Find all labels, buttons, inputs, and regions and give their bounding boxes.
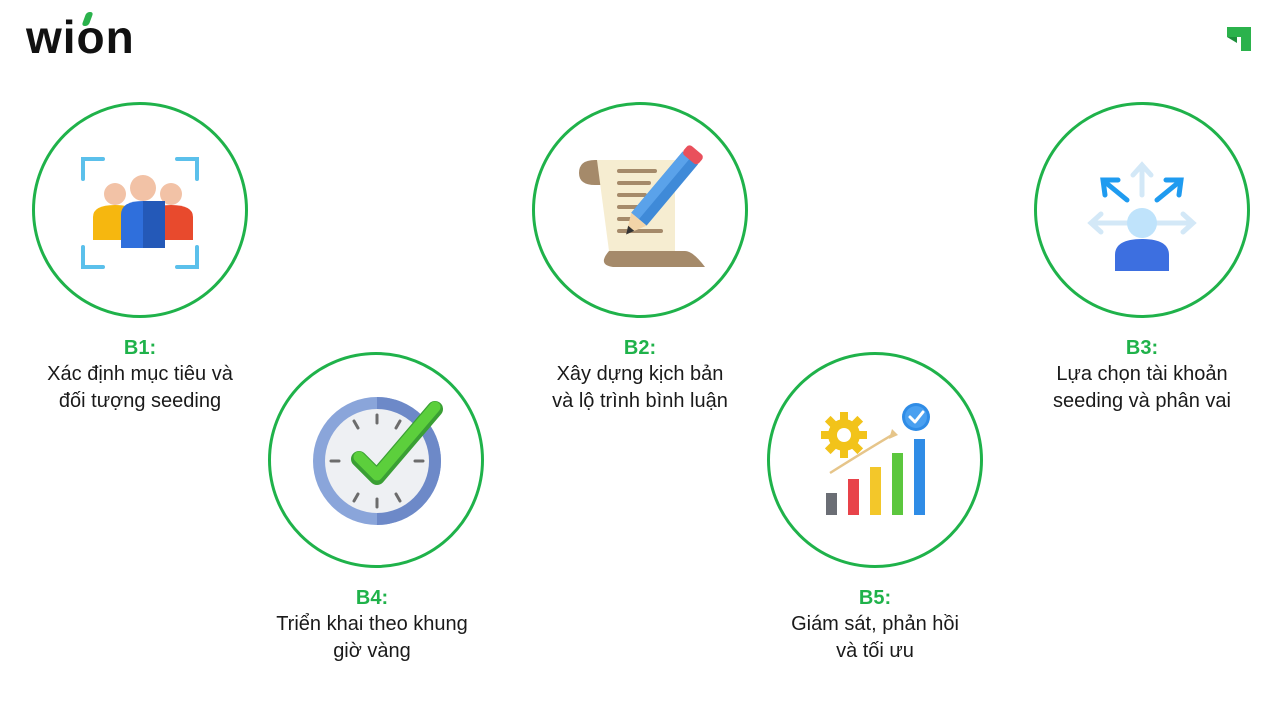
step-5-circle [767, 352, 983, 568]
step-2-label: B2: Xây dựng kịch bản và lộ trình bình l… [510, 335, 770, 415]
growth-chart-icon [821, 403, 930, 515]
step-5-text: Giám sát, phản hồi và tối ưu [791, 613, 959, 662]
step-4-circle [268, 352, 484, 568]
brand-logo: wion [26, 11, 135, 63]
step-1-circle [32, 102, 248, 318]
step-4-text: Triển khai theo khung giờ vàng [276, 613, 468, 662]
step-1-text: Xác định mục tiêu và đối tượng seeding [47, 363, 233, 412]
step-5-code: B5: [858, 587, 892, 609]
step-4-label: B4: Triển khai theo khung giờ vàng [242, 585, 502, 665]
step-3-text: Lựa chọn tài khoản seeding và phân vai [1053, 363, 1231, 412]
corner-arrow-icon [1227, 27, 1251, 51]
step-2-code: B2: [623, 337, 657, 359]
step-3-code: B3: [1125, 337, 1159, 359]
step-3-circle [1034, 102, 1250, 318]
script-pencil-icon [579, 145, 705, 267]
step-4-code: B4: [355, 587, 389, 609]
clock-check-icon [313, 397, 443, 525]
step-2-text: Xây dựng kịch bản và lộ trình bình luận [552, 363, 728, 412]
step-2-circle [532, 102, 748, 318]
step-3-label: B3: Lựa chọn tài khoản seeding và phân v… [1012, 335, 1272, 415]
step-5-label: B5: Giám sát, phản hồi và tối ưu [745, 585, 1005, 665]
user-distribution-icon [1087, 161, 1197, 271]
target-audience-icon [81, 157, 199, 269]
step-1-code: B1: [123, 337, 157, 359]
brand-name: wion [26, 11, 135, 63]
step-1-label: B1: Xác định mục tiêu và đối tượng seedi… [10, 335, 270, 415]
